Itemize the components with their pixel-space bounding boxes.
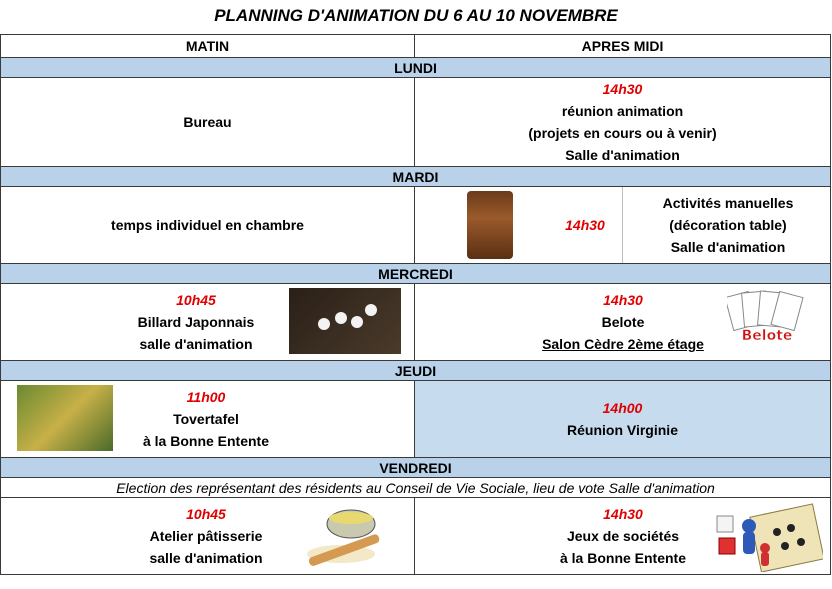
jeudi-afternoon-line: Réunion Virginie: [567, 422, 678, 438]
lundi-afternoon: 14h30 réunion animation (projets en cour…: [414, 77, 831, 167]
mercredi-afternoon: 14h30 Belote Salon Cèdre 2ème étage Belo…: [414, 283, 831, 361]
mercredi-afternoon-time: 14h30: [603, 292, 643, 308]
day-lundi: LUNDI: [0, 57, 831, 78]
lundi-afternoon-line: réunion animation: [561, 103, 684, 119]
board-games-illustration: [713, 502, 825, 573]
lundi-morning-line: Bureau: [183, 114, 232, 130]
pastry-illustration: [301, 502, 385, 570]
belote-cards-illustration: Belote: [724, 290, 807, 352]
vendredi-morning-line: salle d'animation: [149, 550, 263, 566]
vendredi-morning-time: 10h45: [186, 506, 226, 522]
mercredi-morning: 10h45 Billard Japonnais salle d'animatio…: [0, 283, 415, 361]
vendredi-morning-line: Atelier pâtisserie: [149, 528, 263, 544]
mardi-afternoon-line: Activités manuelles: [662, 195, 794, 211]
mardi-afternoon-time: 14h30: [565, 217, 605, 233]
vendredi-afternoon-time: 14h30: [603, 506, 643, 522]
lundi-afternoon-time: 14h30: [602, 81, 643, 97]
jeudi-afternoon-time: 14h00: [602, 400, 643, 416]
jeudi-morning-line: à la Bonne Entente: [142, 433, 270, 449]
lundi-afternoon-line: (projets en cours ou à venir): [528, 125, 717, 141]
schedule-table: MATIN APRES MIDI LUNDI Bureau 14h30 réun…: [0, 34, 831, 575]
tovertafel-photo: [17, 385, 113, 451]
mardi-afternoon-line: Salle d'animation: [670, 239, 786, 255]
header-afternoon: APRES MIDI: [414, 34, 831, 58]
billard-balls: [318, 304, 377, 330]
jeudi-morning: 11h00 Tovertafel à la Bonne Entente: [0, 380, 415, 458]
lundi-morning: Bureau: [0, 77, 415, 167]
mercredi-afternoon-line: Salon Cèdre 2ème étage: [542, 336, 704, 352]
billard-photo: [289, 288, 401, 354]
barrel-decoration-photo: [467, 191, 513, 259]
mardi-afternoon-line: (décoration table): [669, 217, 787, 233]
day-mercredi: MERCREDI: [0, 263, 831, 284]
vendredi-afternoon-line: Jeux de sociétés: [566, 528, 680, 544]
mardi-morning: temps individuel en chambre: [0, 186, 415, 264]
svg-text:Belote: Belote: [742, 328, 793, 344]
mercredi-morning-line: Billard Japonnais: [137, 314, 255, 330]
day-mardi: MARDI: [0, 166, 831, 187]
mercredi-morning-line: salle d'animation: [139, 336, 253, 352]
lundi-afternoon-line: Salle d'animation: [565, 147, 680, 163]
mardi-morning-line: temps individuel en chambre: [111, 217, 304, 233]
header-morning: MATIN: [0, 34, 415, 58]
mercredi-afternoon-line: Belote: [601, 314, 645, 330]
day-jeudi: JEUDI: [0, 360, 831, 381]
page-title: PLANNING D'ANIMATION DU 6 AU 10 NOVEMBRE: [214, 6, 618, 25]
mercredi-morning-time: 10h45: [176, 292, 216, 308]
vendredi-afternoon-line: à la Bonne Entente: [559, 550, 687, 566]
jeudi-morning-time: 11h00: [186, 389, 226, 405]
day-vendredi: VENDREDI: [0, 457, 831, 478]
vendredi-note: Election des représentant des résidents …: [0, 477, 831, 498]
jeudi-afternoon: 14h00 Réunion Virginie: [414, 380, 831, 458]
vendredi-morning: 10h45 Atelier pâtisserie salle d'animati…: [0, 497, 415, 575]
vendredi-afternoon: 14h30 Jeux de sociétés à la Bonne Entent…: [414, 497, 831, 575]
jeudi-morning-line: Tovertafel: [173, 411, 239, 427]
mardi-afternoon: 14h30 Activités manuelles (décoration ta…: [414, 186, 831, 264]
